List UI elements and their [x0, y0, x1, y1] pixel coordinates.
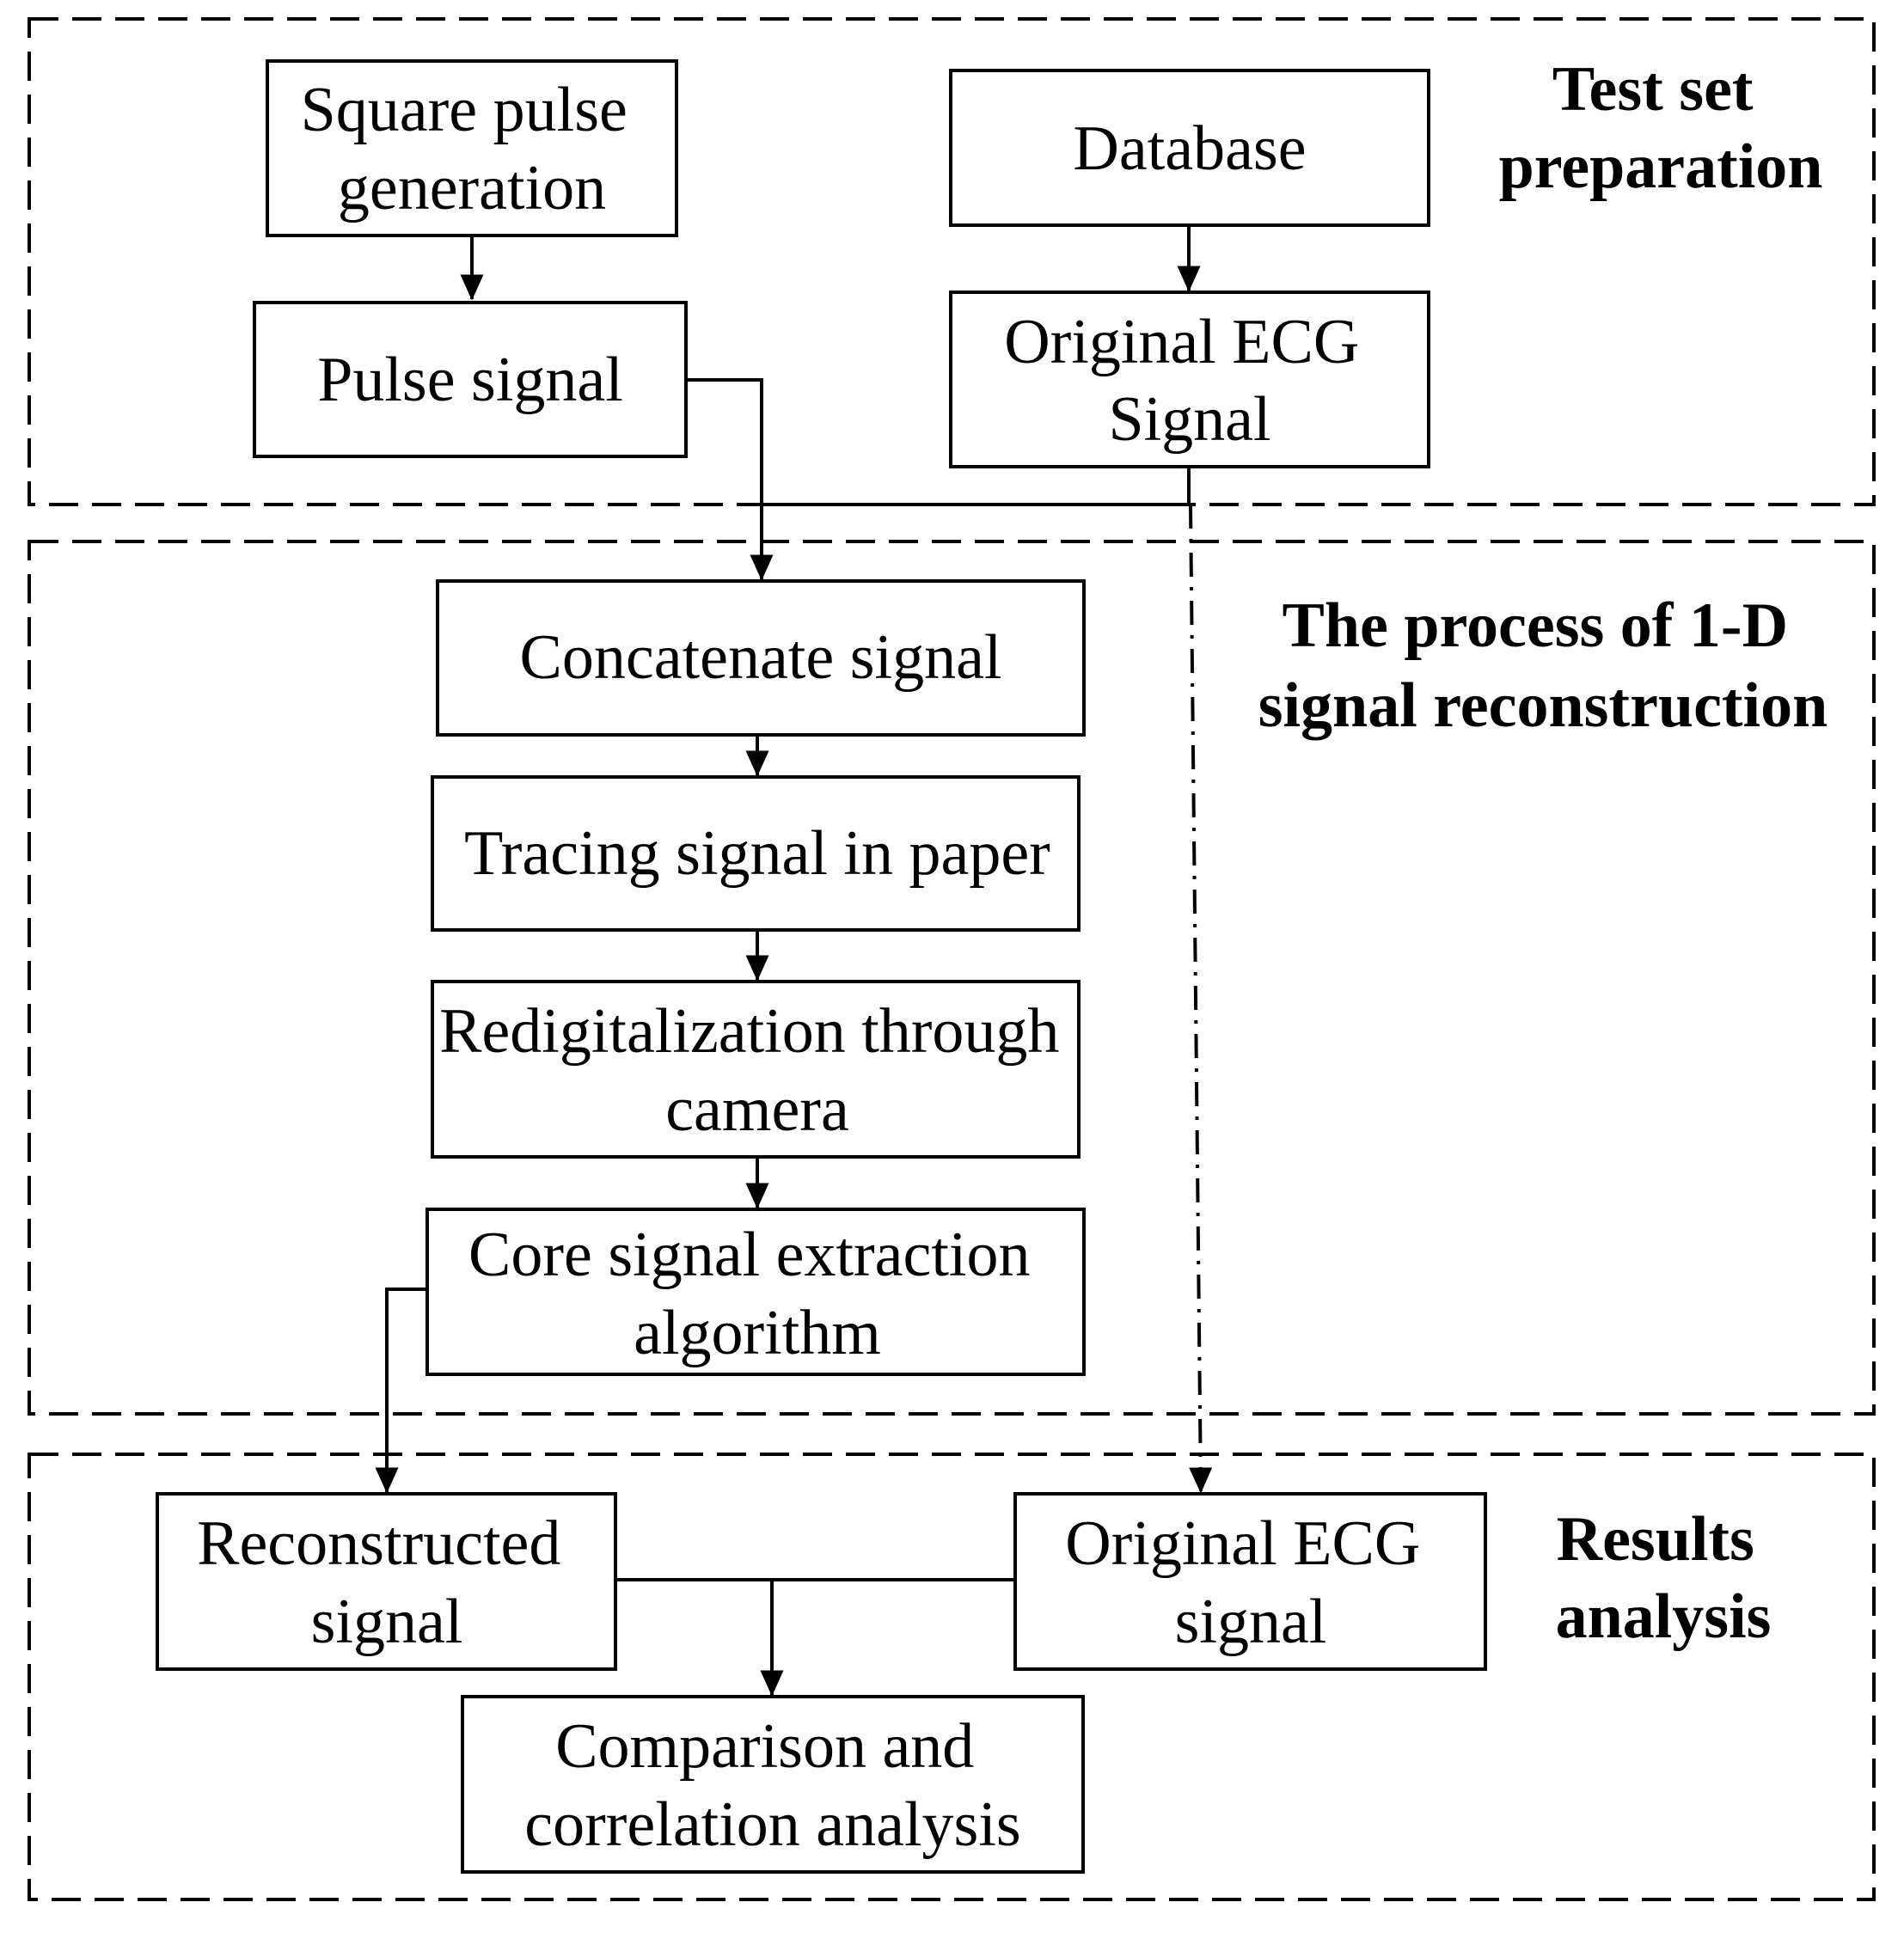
- dashdot-ecg-to-original-bottom: [1189, 504, 1213, 1494]
- region-test-set-label: Test set preparation: [1499, 54, 1823, 202]
- box-database-label: Database: [1073, 113, 1306, 184]
- region-process-frame: [28, 540, 1876, 1416]
- box-tracing-label: Tracing signal in paper: [464, 818, 1050, 889]
- merge-line-ecg-to-concatenate: [762, 467, 1191, 506]
- region-results-frame: [28, 1453, 1876, 1901]
- box-database: Database: [949, 69, 1430, 227]
- box-concatenate-label: Concatenate signal: [520, 622, 1002, 693]
- box-core-signal-extraction-algorithm: Core signal extraction algorithm: [425, 1208, 1086, 1376]
- box-original-ecg-signal-top: Original ECG Signal: [949, 291, 1430, 468]
- box-reconstructed-label: Reconstructed signal: [197, 1508, 577, 1657]
- box-comparison-label: Comparison and correlation analysis: [524, 1711, 1020, 1860]
- box-pulse-signal: Pulse signal: [253, 301, 688, 458]
- region-results-label: Results analysis: [1556, 1504, 1772, 1652]
- box-reconstructed-signal: Reconstructed signal: [156, 1492, 617, 1671]
- box-tracing-signal-in-paper: Tracing signal in paper: [431, 775, 1081, 932]
- box-square-pulse-label: Square pulse generation: [301, 75, 644, 223]
- box-pulse-signal-label: Pulse signal: [317, 345, 623, 415]
- box-original-ecg-bottom-label: Original ECG signal: [1065, 1508, 1436, 1657]
- box-core-extraction-label: Core signal extraction algorithm: [468, 1220, 1046, 1368]
- box-redigitalization-label: Redigitalization through camera: [439, 996, 1075, 1145]
- region-process-label: The process of 1-D signal reconstruction: [1258, 590, 1828, 741]
- arrow-pulse-to-concatenate: [686, 378, 774, 581]
- box-original-ecg-top-label: Original ECG Signal: [1004, 307, 1375, 455]
- box-comparison-and-correlation-analysis: Comparison and correlation analysis: [461, 1695, 1085, 1874]
- box-redigitalization-through-camera: Redigitalization through camera: [431, 980, 1081, 1159]
- box-original-ecg-signal-bottom: Original ECG signal: [1013, 1492, 1487, 1671]
- box-concatenate-signal: Concatenate signal: [436, 579, 1086, 737]
- arrow-core-to-reconstructed: [375, 1288, 427, 1494]
- box-square-pulse-generation: Square pulse generation: [266, 59, 678, 237]
